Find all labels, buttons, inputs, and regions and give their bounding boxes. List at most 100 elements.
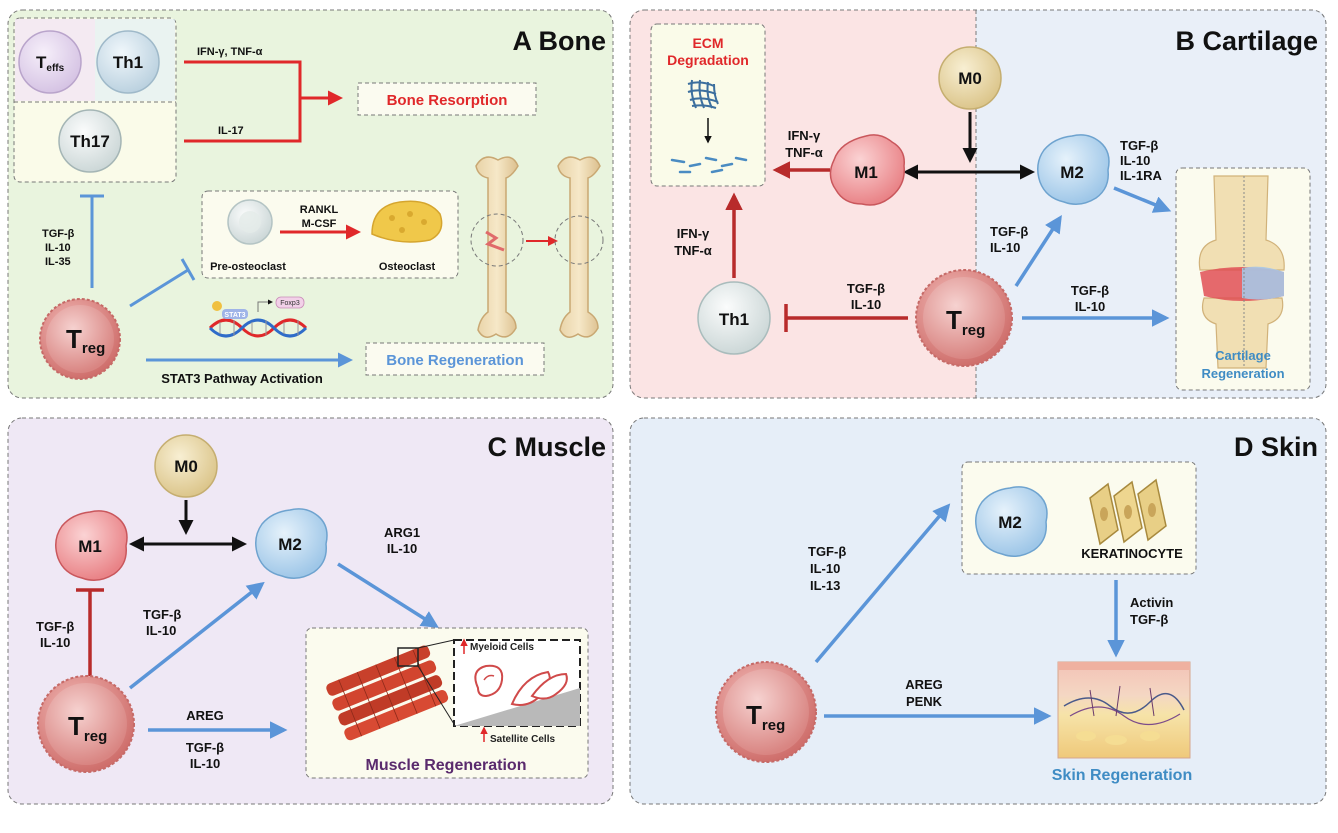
- keratinocyte-label: KERATINOCYTE: [1081, 546, 1183, 561]
- svg-text:Treg: Treg: [746, 700, 785, 734]
- ifn-label-b-m1: IFN-γ: [788, 128, 821, 143]
- pre-osteoclast-label: Pre-osteoclast: [210, 261, 286, 273]
- treg-m2-arrow-c: [128, 581, 265, 690]
- tnf-label-b-m1: TNF-α: [785, 145, 823, 160]
- ecm-fragments-icon: [670, 156, 748, 174]
- il35-label-a: IL-35: [45, 256, 71, 268]
- treg-m2-arrow-d: [814, 503, 951, 664]
- th17-cell: Th17: [58, 109, 122, 173]
- rankl-label: RANKL: [300, 204, 339, 216]
- teffs-label: T: [36, 53, 47, 72]
- th1-label-a: Th1: [113, 53, 143, 72]
- treg-cell-a: Treg: [39, 298, 121, 380]
- il10-label-c-arg: IL-10: [387, 541, 417, 556]
- myeloid-label: Myeloid Cells: [470, 642, 534, 653]
- il1ra-label: IL-1RA: [1120, 168, 1163, 183]
- ifn-tnf-line: [184, 60, 302, 98]
- tgf-label-c-m2: TGF-β: [143, 607, 181, 622]
- tgf-label-c-m1: TGF-β: [36, 619, 74, 634]
- stat3-box: [222, 309, 248, 319]
- teffs-sub: effs: [46, 63, 64, 74]
- panel-b: B Cartilage ECM Degradation M0 M1 IFN-γ: [629, 9, 1327, 399]
- cartilage-regen-label-1: Cartilage: [1215, 348, 1271, 363]
- il10-label-c-m2: IL-10: [146, 623, 176, 638]
- ecm-mesh-icon: [687, 79, 719, 109]
- tgf-label-b-th1: TGF-β: [847, 281, 885, 296]
- il10-label-b-treg-cart: IL-10: [1075, 299, 1105, 314]
- skin-regen-label: Skin Regeneration: [1052, 767, 1192, 784]
- svg-text:Treg: Treg: [946, 305, 985, 339]
- il10-label-b-m2: IL-10: [1120, 153, 1150, 168]
- treg-sub-d: reg: [762, 717, 785, 734]
- healed-bone-icon: [554, 156, 604, 338]
- ifn-label-b-th1: IFN-γ: [677, 226, 710, 241]
- treg-cell-c: Treg: [37, 675, 135, 773]
- tgf-label-c-areg: TGF-β: [186, 740, 224, 755]
- m1-label-b: M1: [854, 163, 878, 182]
- areg-label-c: AREG: [186, 708, 224, 723]
- th17-label: Th17: [70, 132, 110, 151]
- panel-c: C Muscle M0 M1 M2 TGF-β IL-10 TGF-β IL-1…: [7, 417, 614, 805]
- treg-m2-arrow: [1014, 215, 1062, 287]
- treg-cell-b: Treg: [915, 269, 1013, 367]
- svg-text:Treg: Treg: [66, 324, 105, 357]
- il10-label-c-areg: IL-10: [190, 756, 220, 771]
- knee-joint-icon: [1198, 175, 1285, 369]
- th1-label-b: Th1: [719, 310, 749, 329]
- muscle-inset: [453, 639, 581, 727]
- panel-c-title: C Muscle: [487, 432, 606, 462]
- m2-cell-d: M2: [975, 486, 1048, 557]
- svg-text:Treg: Treg: [68, 711, 107, 745]
- fractured-bone-icon: [470, 156, 524, 338]
- tnf-label-b-th1: TNF-α: [674, 243, 712, 258]
- th1-cell-a: Th1: [96, 30, 160, 94]
- il17-label: IL-17: [218, 125, 244, 137]
- panel-d: D Skin M2 KERATINOCYTE TGF-β IL-10 IL-13…: [629, 417, 1327, 805]
- tgf-label-d: TGF-β: [808, 544, 846, 559]
- m1-cell-c: M1: [55, 510, 128, 581]
- treg-sub-b: reg: [962, 322, 985, 339]
- tgf-label-b-m2: TGF-β: [1120, 138, 1158, 153]
- il10-label-b-treg-m2: IL-10: [990, 240, 1020, 255]
- panel-b-title: B Cartilage: [1175, 26, 1318, 56]
- keratinocyte-icon: [1089, 478, 1167, 546]
- il13-label-d: IL-13: [810, 578, 840, 593]
- m1-label-c: M1: [78, 537, 102, 556]
- foxp3-box: [275, 296, 305, 309]
- panel-d-title: D Skin: [1234, 432, 1318, 462]
- svg-text:Teffs: Teffs: [36, 53, 65, 74]
- treg-label-d: T: [746, 700, 762, 730]
- cartilage-regen-label-2: Regeneration: [1201, 366, 1284, 381]
- teffs-cell: Teffs: [18, 30, 82, 94]
- tgf-label-b-treg-cart: TGF-β: [1071, 283, 1109, 298]
- panel-b-frame: [629, 9, 1327, 399]
- il17-line: [184, 98, 302, 143]
- osteoclast-label: Osteoclast: [379, 261, 436, 273]
- m2-label-d: M2: [998, 513, 1022, 532]
- treg-label-c: T: [68, 711, 84, 741]
- tgf-label-b-treg-m2: TGF-β: [990, 224, 1028, 239]
- muscle-fiber-icon: [326, 639, 455, 741]
- panel-a-title: A Bone: [513, 26, 607, 56]
- m1-cell-b: M1: [829, 134, 905, 206]
- m0-cell-b: M0: [938, 46, 1002, 110]
- m2-cell-b: M2: [1037, 134, 1110, 205]
- ecm-label-2: Degradation: [667, 52, 749, 68]
- satellite-label: Satellite Cells: [490, 734, 555, 745]
- bone-regeneration-label: Bone Regeneration: [386, 352, 524, 369]
- m2-muscle-arrow: [337, 562, 439, 628]
- areg-label-d: AREG: [905, 677, 943, 692]
- treg-sub-a: reg: [82, 340, 105, 357]
- pre-osteoclast-cell: [227, 199, 273, 245]
- m2-cell-c: M2: [255, 508, 328, 579]
- il10-label-c-m1: IL-10: [40, 635, 70, 650]
- treg-cell-d: Treg: [715, 661, 817, 763]
- penk-label-d: PENK: [906, 694, 943, 709]
- activin-label: Activin: [1130, 595, 1173, 610]
- il10-label-d: IL-10: [810, 561, 840, 576]
- treg-osteoclast-inhibit-line: [129, 268, 189, 308]
- stat3-activation-label: STAT3 Pathway Activation: [161, 371, 323, 386]
- stat3-label: STAT3: [224, 312, 245, 319]
